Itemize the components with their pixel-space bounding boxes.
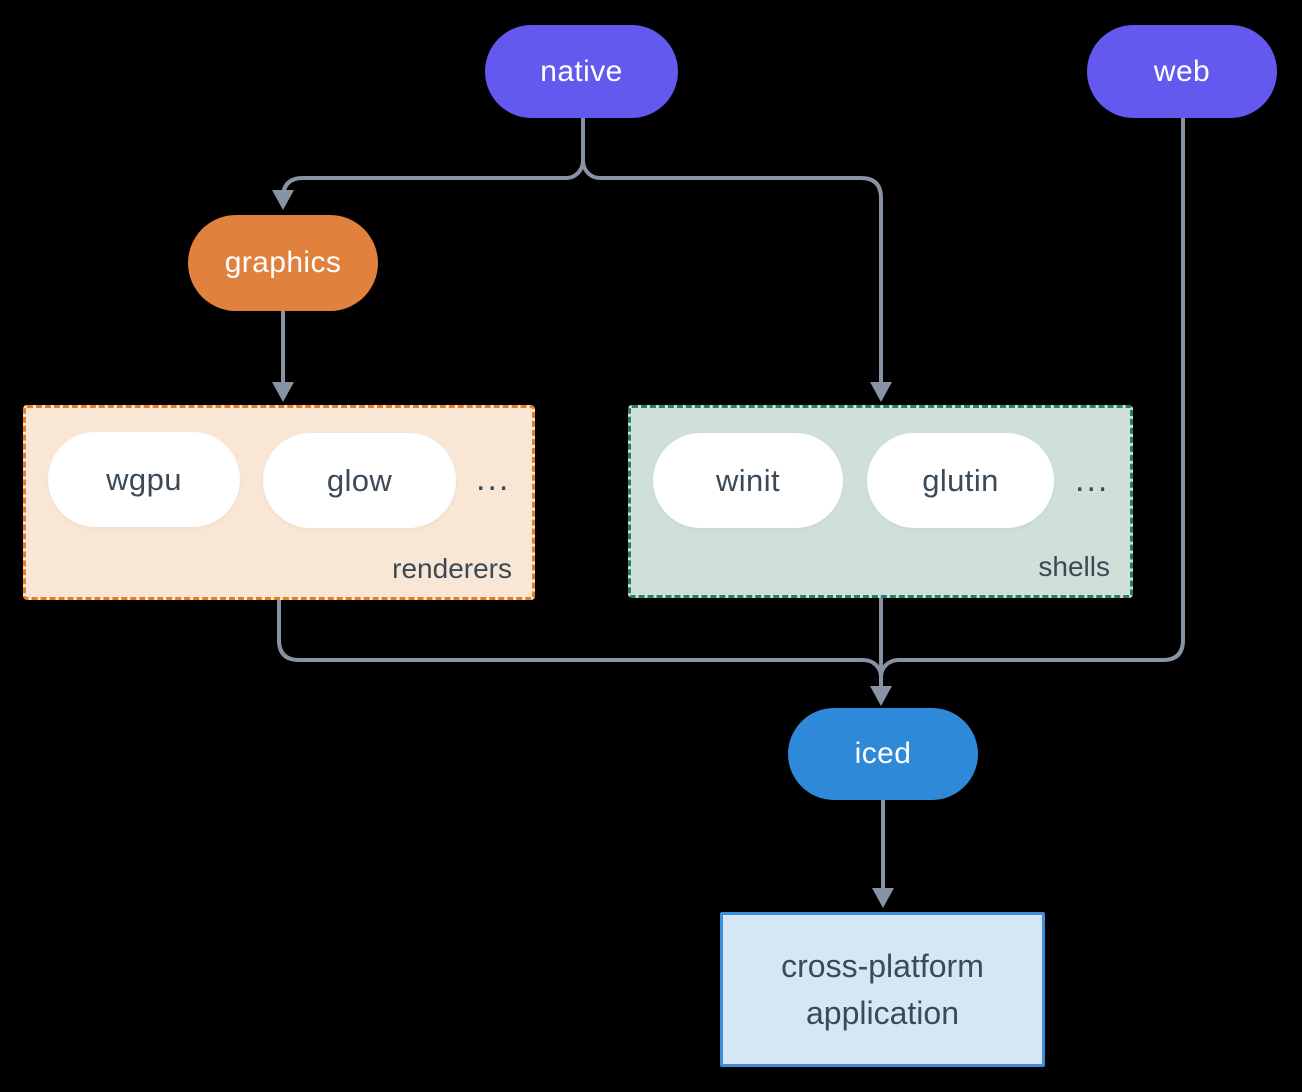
renderers-ellipsis: ... bbox=[476, 460, 511, 498]
arrowhead-shells bbox=[870, 382, 892, 402]
node-glow-label: glow bbox=[326, 462, 393, 498]
node-wgpu: wgpu bbox=[48, 432, 240, 527]
app-label-line1: cross-platform bbox=[781, 948, 984, 985]
node-web-label: web bbox=[1153, 54, 1211, 88]
node-cross-platform-application: cross-platform application bbox=[720, 912, 1045, 1067]
node-iced: iced bbox=[788, 708, 978, 800]
arrowhead-graphics bbox=[272, 190, 294, 210]
node-native-label: native bbox=[540, 54, 623, 88]
arrowhead-renderers bbox=[272, 382, 294, 402]
node-graphics-label: graphics bbox=[224, 246, 342, 279]
group-shells-label: shells bbox=[1038, 551, 1110, 582]
node-graphics: graphics bbox=[188, 215, 378, 311]
node-winit: winit bbox=[653, 433, 843, 528]
arrowhead-iced bbox=[870, 686, 892, 706]
group-shells: winit glutin ... shells bbox=[628, 405, 1133, 598]
node-winit-label: winit bbox=[715, 462, 780, 498]
node-glutin-label: glutin bbox=[922, 462, 999, 498]
edge-renderers-iced bbox=[277, 598, 883, 679]
group-renderers-label: renderers bbox=[392, 553, 512, 584]
app-label-line2: application bbox=[806, 994, 959, 1031]
node-glutin: glutin bbox=[867, 433, 1054, 528]
shells-ellipsis: ... bbox=[1075, 461, 1110, 499]
node-iced-label: iced bbox=[854, 737, 912, 770]
node-glow: glow bbox=[263, 433, 456, 528]
arrowhead-app bbox=[872, 888, 894, 908]
group-renderers: wgpu glow ... renderers bbox=[23, 405, 535, 600]
edge-native-graphics bbox=[281, 116, 585, 200]
node-wgpu-label: wgpu bbox=[106, 461, 182, 497]
node-web: web bbox=[1087, 25, 1277, 118]
edge-native-shells bbox=[581, 158, 883, 386]
node-native: native bbox=[485, 25, 678, 118]
